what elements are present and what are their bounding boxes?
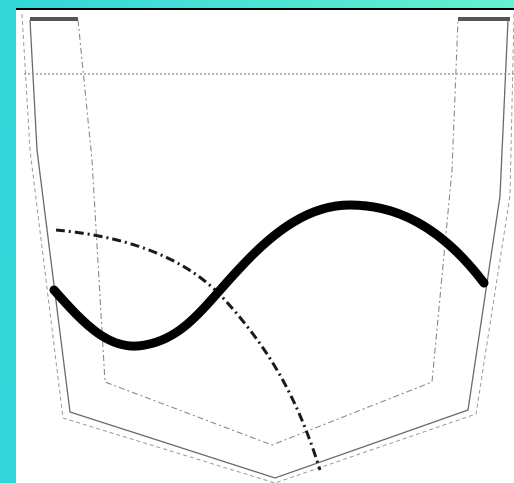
- wave-curve: [49, 200, 489, 351]
- pocket-stitch-inner: [77, 19, 459, 446]
- pocket-stitch-outer: [21, 13, 514, 483]
- pocket-outline: [29, 19, 509, 479]
